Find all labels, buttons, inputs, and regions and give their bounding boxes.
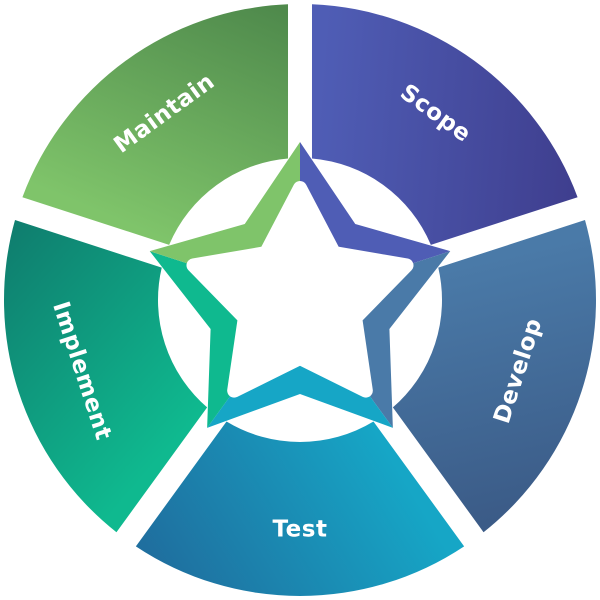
outer-ring [4, 4, 596, 596]
segment-develop [392, 220, 596, 533]
segment-label-test: Test [273, 517, 328, 543]
segment-maintain [22, 4, 289, 245]
segment-test [135, 421, 465, 596]
star-center-hole [186, 181, 414, 398]
segment-scope [311, 4, 578, 245]
segment-implement [4, 220, 208, 533]
